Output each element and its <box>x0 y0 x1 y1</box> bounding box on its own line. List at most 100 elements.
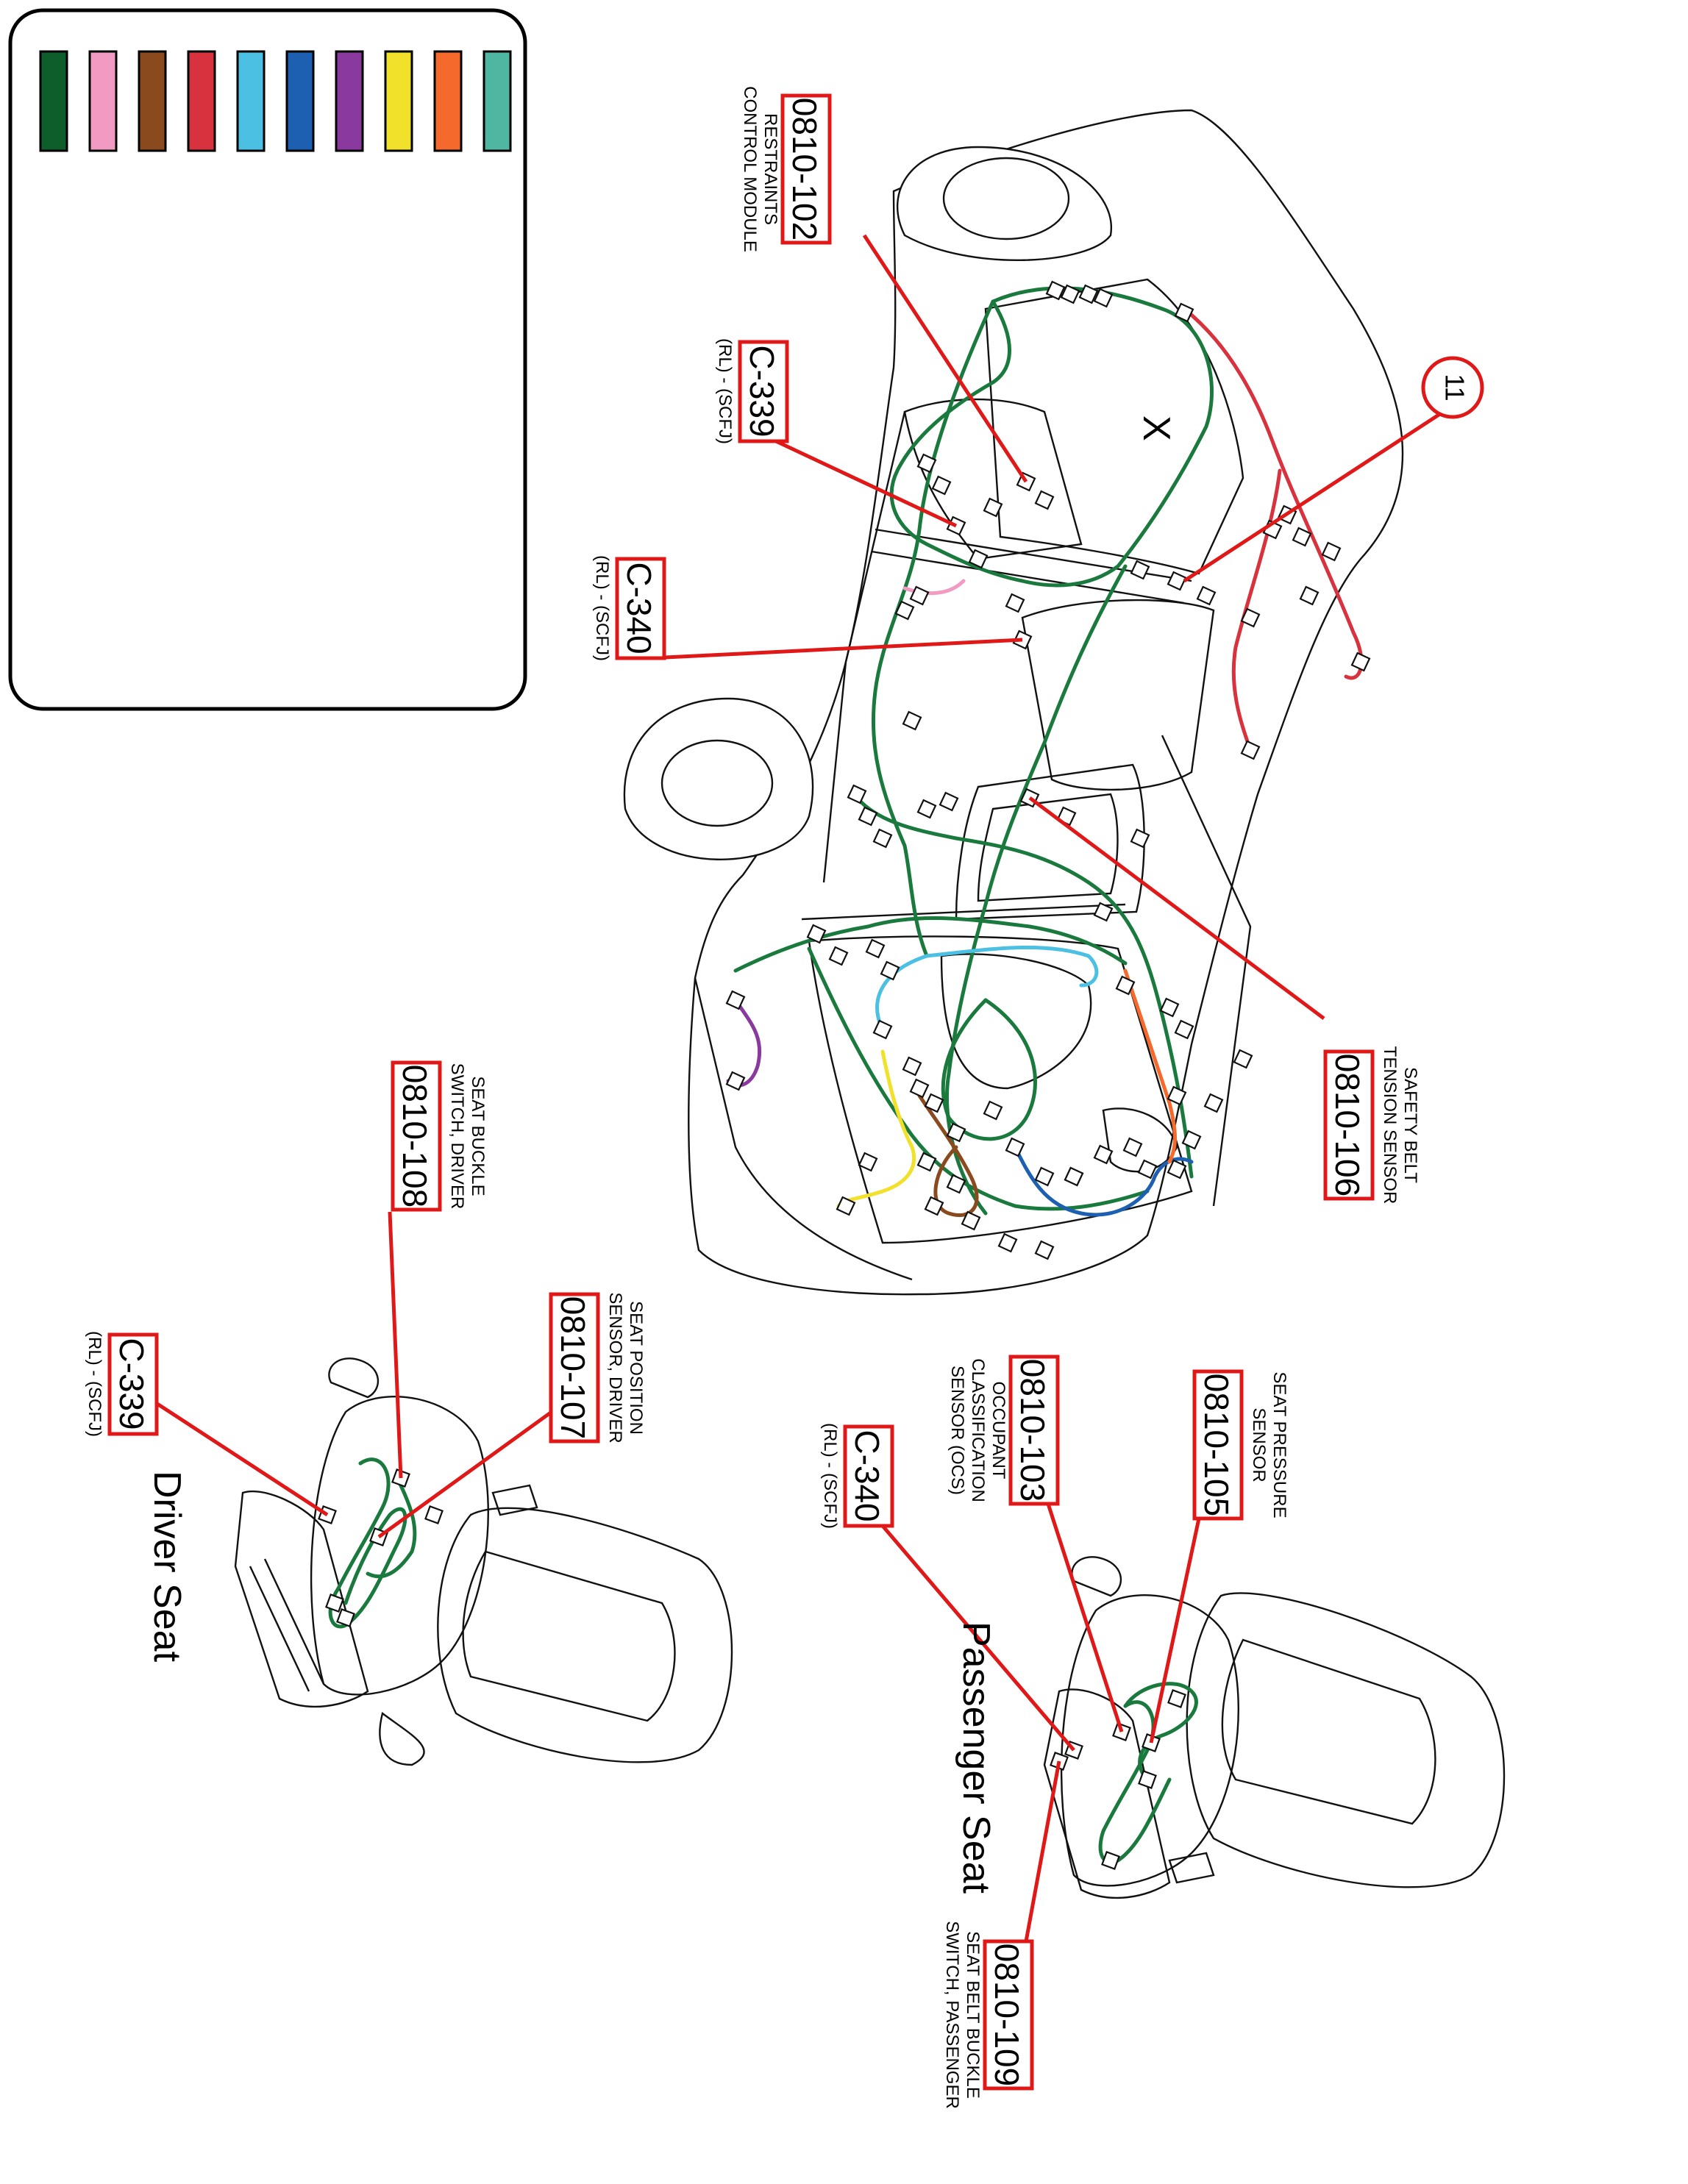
callout-0810-105-code: 0810-105 <box>1197 1374 1236 1516</box>
callout-0810-103-line1: OCCUPANT <box>989 1382 1008 1480</box>
callout-0810-105: 0810-105 SEAT PRESSURE SENSOR <box>1192 1369 1289 1521</box>
callout-c339-driver: C-339 (RL) - (SCFJ) <box>85 1331 159 1437</box>
passenger-seat <box>1043 1556 1506 1899</box>
connector-10 <box>931 475 952 496</box>
connector-50 <box>946 1174 966 1194</box>
callout-c339-top-code: C-339 <box>743 345 781 437</box>
rocker-line <box>1161 735 1252 1207</box>
connector-23 <box>1292 527 1312 547</box>
legend-swatch-8 <box>384 50 413 152</box>
legend-swatch-9 <box>433 50 463 152</box>
legend-swatch-5 <box>236 50 266 152</box>
front-wheel <box>660 739 774 827</box>
connector-39 <box>828 946 849 966</box>
callout-0810-108-line1: SEAT BUCKLE <box>468 1076 488 1196</box>
connector-28 <box>902 710 922 731</box>
leader-0810-109 <box>1024 1760 1061 1942</box>
seat-connector-13 <box>1167 1689 1186 1708</box>
driver-seat-back <box>310 1396 489 1696</box>
connector-55 <box>1005 1137 1025 1157</box>
leader-0810-107 <box>377 1410 553 1539</box>
connector-15 <box>894 600 915 621</box>
connector-20 <box>1240 607 1261 628</box>
connector-48 <box>946 1122 966 1143</box>
connector-13 <box>1005 593 1025 613</box>
seat-connector-6 <box>336 1608 355 1627</box>
connector-70 <box>997 1232 1018 1253</box>
connector-52 <box>858 1152 878 1172</box>
callout-0810-107-line2: SENSOR, DRIVER <box>605 1292 625 1443</box>
connector-67 <box>1203 1093 1224 1113</box>
connector-5 <box>1174 302 1194 323</box>
callout-0810-108-line2: SWITCH, DRIVER <box>447 1063 467 1210</box>
driver-seat-cushion <box>437 1507 733 1763</box>
b-pillar <box>822 411 906 883</box>
cyan-wire <box>875 945 1099 1032</box>
legend-swatch-3 <box>138 50 167 152</box>
leader-0810-102 <box>862 234 1028 483</box>
connector-11 <box>916 453 937 474</box>
connector-33 <box>939 791 959 812</box>
driver-seat-title: Driver Seat <box>146 1471 188 1663</box>
callout-0810-106-line2: TENSION SENSOR <box>1380 1046 1400 1205</box>
callout-c339-top-line1: (RL) - (SCFJ) <box>715 338 735 444</box>
connector-32 <box>916 799 937 819</box>
legend-swatch-10 <box>482 50 512 152</box>
callout-0810-109-code: 0810-109 <box>988 1944 1026 2086</box>
passenger-seat-title: Passenger Seat <box>955 1621 997 1894</box>
door-window-frame <box>955 763 1145 921</box>
callout-0810-107-code: 0810-107 <box>554 1296 592 1439</box>
vehicle-outline <box>688 109 1404 1296</box>
connector-19 <box>1196 585 1217 606</box>
instrument-panel <box>808 935 1193 1244</box>
ref-circle-11: 11 <box>1183 356 1484 583</box>
connector-25 <box>1299 585 1320 606</box>
cowl-line <box>801 903 1126 921</box>
connector-66 <box>1167 1085 1187 1106</box>
callout-0810-109-line1: SEAT BELT BUCKLE <box>963 1931 983 2099</box>
connector-53 <box>836 1196 856 1216</box>
legend-swatch-4 <box>187 50 216 152</box>
driver-seat-track <box>234 1490 369 1708</box>
callout-0810-106-line1: SAFETY BELT <box>1400 1067 1420 1183</box>
passenger-seat-cushion <box>1186 1592 1506 1888</box>
connector-41 <box>880 960 900 981</box>
callout-0810-103-code: 0810-103 <box>1014 1359 1052 1502</box>
connector-24 <box>1321 541 1342 562</box>
callout-0810-106-code: 0810-106 <box>1328 1054 1367 1196</box>
callout-0810-107: 0810-107 SEAT POSITION SENSOR, DRIVER <box>549 1292 646 1443</box>
leader-c339-driver <box>146 1395 329 1517</box>
callout-c340-pass: C-340 (RL) - (SCFJ) <box>820 1423 894 1529</box>
connector-29 <box>847 784 867 804</box>
vehicle-harness <box>726 286 1364 1218</box>
callout-0810-106: 0810-106 SAFETY BELT TENSION SENSOR <box>1323 1046 1420 1205</box>
callout-0810-102: 0810-102 RESTRAINTS CONTROL MODULE <box>740 86 832 252</box>
callout-c340-top: C-340 (RL) - (SCFJ) <box>592 555 666 661</box>
passenger-headrest <box>1071 1556 1122 1597</box>
connector-72 <box>1064 1166 1084 1187</box>
floor-line-2 <box>871 550 1185 604</box>
connector-54 <box>983 1100 1003 1121</box>
legend-frame <box>8 8 527 711</box>
connector-43 <box>725 1071 746 1091</box>
rear-wheel <box>942 157 1070 240</box>
orange-wire <box>1123 968 1177 1164</box>
connector-31 <box>872 828 893 849</box>
connector-18 <box>1167 571 1187 591</box>
connector-26 <box>1350 652 1371 672</box>
callout-c339-driver-code: C-339 <box>113 1338 151 1430</box>
leader-0810-105 <box>1149 1518 1201 1744</box>
passenger-seat-track <box>1043 1688 1171 1899</box>
leader-0810-103 <box>1046 1503 1124 1732</box>
callout-0810-103-line2: CLASSIFICATION <box>968 1358 988 1502</box>
callout-0810-102-line1: RESTRAINTS <box>761 113 780 225</box>
connector-69 <box>961 1210 981 1231</box>
blue-wire <box>1013 1145 1194 1217</box>
connector-51 <box>924 1196 944 1216</box>
callout-0810-108: 0810-108 SEAT BUCKLE SWITCH, DRIVER <box>391 1060 488 1212</box>
callout-c340-top-code: C-340 <box>620 562 658 654</box>
pillar-harness-red <box>1231 468 1282 752</box>
callout-0810-102-line2: CONTROL MODULE <box>740 86 760 252</box>
passenger-buckle <box>1168 1852 1215 1884</box>
connector-36 <box>1130 828 1150 849</box>
